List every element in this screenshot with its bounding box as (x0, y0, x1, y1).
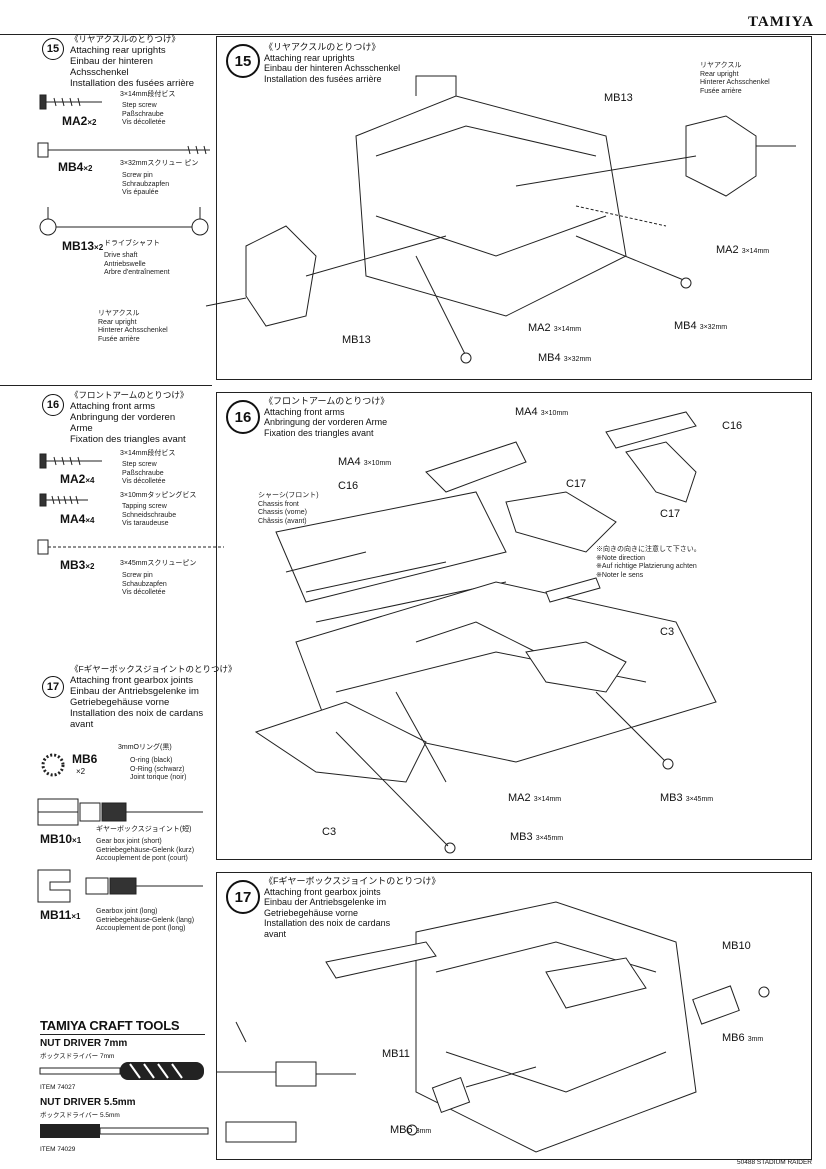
part-size: 3×14mm段付ビス (120, 91, 176, 98)
callout-ma4: MA4 3×10mm (515, 406, 569, 418)
callout-ma4: MA4 3×10mm (338, 456, 392, 468)
callout-ma2: MA2 3×14mm (716, 244, 770, 256)
part-ma4: MA4×4 (60, 512, 95, 526)
callout-c17: C17 (566, 478, 587, 490)
callout-ma2: MA2 3×14mm (508, 792, 562, 804)
tapping-screw-icon (39, 493, 88, 507)
footer-code: 50488 STADIUM RAIDER (736, 1159, 812, 1166)
step-16-panel-number: 16 (226, 400, 260, 434)
screw-pin-icon (37, 539, 224, 555)
callout-mb6: MB6 3mm (390, 1124, 432, 1136)
step-15-panel-number: 15 (226, 44, 260, 78)
callout-mb3: MB3 3×45mm (660, 792, 714, 804)
part-size: 3mmOリング(黒) (118, 744, 172, 751)
callout-mb4: MB4 3×32mm (674, 320, 728, 332)
callout-mb6: MB6 3mm (722, 1032, 764, 1044)
tool-code: ITEM 74027 (40, 1084, 76, 1091)
callout-c16: C16 (338, 480, 359, 492)
part-size: ギヤーボックスジョイント(短) (96, 826, 192, 833)
front-arms-assembly-illustration (254, 411, 717, 854)
gearbox-joint-short-icon (37, 798, 203, 826)
rear-axle-assembly-illustration (205, 75, 796, 364)
part-size: 3×45mmスクリューピン (120, 560, 197, 567)
header-rule (0, 34, 826, 35)
drive-shaft-icon (39, 207, 209, 236)
step-17-panel-number: 17 (226, 880, 260, 914)
callout-mb10: MB10 (722, 940, 751, 952)
part-mb6: MB6 (72, 752, 98, 766)
part-size: ドライブシャフト (104, 240, 160, 247)
part-ma2: MA2×4 (60, 472, 95, 486)
step-17-title: 《Fギヤーボックスジョイントのとりつけ》 Attaching front gea… (70, 664, 237, 730)
screw-pin-icon (37, 142, 210, 158)
part-mb10: MB10×1 (40, 832, 82, 846)
part-mb3: MB3×2 (60, 558, 95, 572)
callout-c17: C17 (660, 508, 681, 520)
tools-rule (40, 1034, 205, 1035)
part-size: 3×32mmスクリュー ピン (120, 160, 199, 167)
part-size: 3×14mm段付ビス (120, 450, 176, 457)
step-15-number: 15 (42, 38, 64, 60)
gearbox-joints-assembly-illustration (216, 901, 770, 1153)
direction-note: ※向きの向きに注意して下さい。 ※Note direction※Auf rich… (596, 546, 701, 579)
nut-driver-5-5mm-icon (40, 1124, 209, 1138)
gearbox-joint-long-icon (37, 869, 203, 903)
step-screw-icon (39, 453, 102, 469)
step-17-panel-title: 《Fギヤーボックスジョイントのとりつけ》Attaching front gear… (264, 876, 441, 939)
tool-name: NUT DRIVER 5.5mm (40, 1097, 136, 1108)
part-desc: O-ring (black)O-Ring (schwarz)Joint tori… (130, 757, 187, 781)
step-15-panel (216, 36, 812, 380)
nut-driver-7mm-icon (39, 1062, 204, 1080)
craft-tools-title: TAMIYA CRAFT TOOLS (40, 1018, 180, 1033)
callout-c3: C3 (322, 826, 337, 838)
tool-sub: ボックスドライバー 5.5mm (40, 1112, 120, 1119)
part-mb11: MB11×1 (40, 908, 81, 922)
step-16-panel (216, 392, 812, 860)
step-16-number: 16 (42, 394, 64, 416)
callout-mb13: MB13 (342, 334, 371, 346)
step-15-title: 《リヤアクスルのとりつけ》 Attaching rear uprights Ei… (70, 34, 195, 89)
callout-mb3: MB3 3×45mm (510, 831, 564, 843)
step-screw-icon (39, 94, 102, 110)
part-qty: ×2 (76, 767, 86, 776)
step-17-panel (216, 872, 812, 1160)
part-size: 3×10mmタッピングビス (120, 492, 197, 499)
tool-sub: ボックスドライバー 7mm (40, 1053, 115, 1060)
callout-ma2: MA2 3×14mm (528, 322, 582, 334)
callout-c16: C16 (722, 420, 743, 432)
tool-code: ITEM 74029 (40, 1146, 76, 1153)
part-desc: Gearbox joint (long)Getriebegehäuse-Gele… (96, 908, 195, 932)
brand-logo: TAMIYA (747, 14, 814, 30)
callout-mb11: MB11 (382, 1048, 410, 1060)
part-ma2: MA2×2 (62, 114, 97, 128)
part-desc: Gear box joint (short)Getriebegehäuse-Ge… (96, 838, 195, 862)
callout-c3: C3 (660, 626, 675, 638)
part-mb4: MB4×2 (58, 160, 93, 174)
step-17-number: 17 (42, 676, 64, 698)
part-mb13: MB13×2 (62, 239, 104, 253)
divider (0, 385, 212, 386)
tool-name: NUT DRIVER 7mm (40, 1038, 128, 1049)
callout-mb4: MB4 3×32mm (538, 352, 592, 364)
callout-mb13: MB13 (604, 92, 633, 104)
o-ring-icon (41, 753, 65, 777)
